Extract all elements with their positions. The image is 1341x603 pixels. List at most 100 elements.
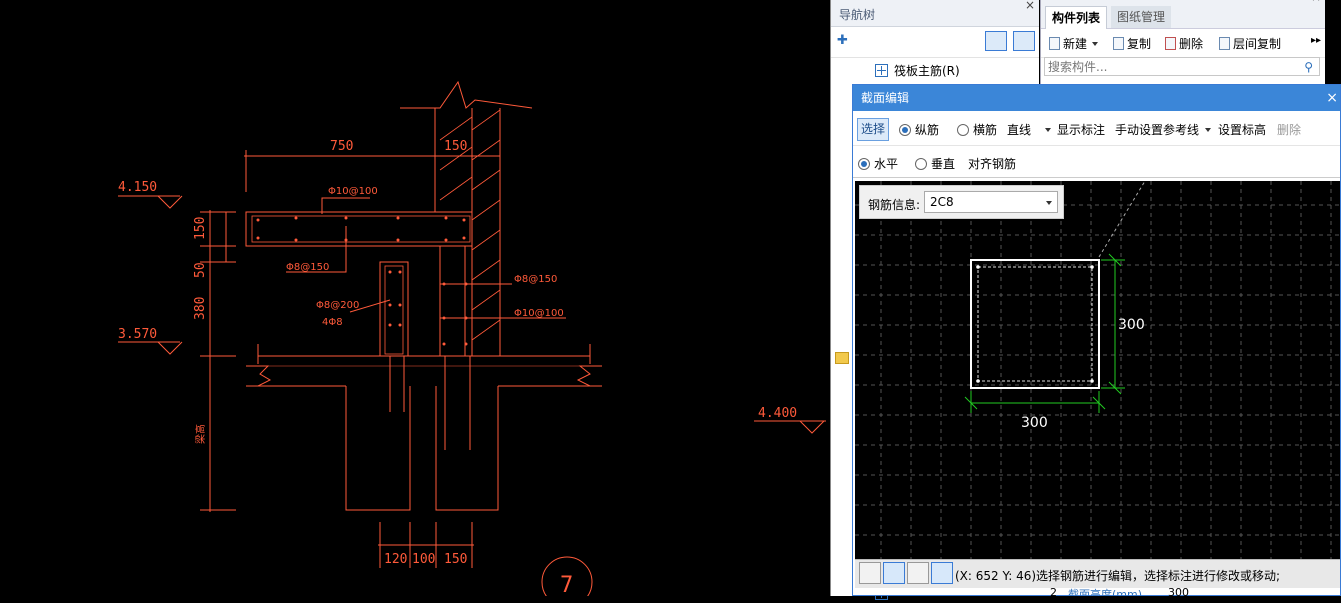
section-height-label[interactable]: 300	[1118, 317, 1145, 333]
perpendicular-snap-icon[interactable]	[907, 562, 929, 584]
copy-icon	[1113, 37, 1124, 50]
section-edit-dialog: 截面编辑 × 选择 纵筋 横筋 直线 显示标注 手动设置参考线 设置标高 删除 …	[852, 84, 1341, 596]
transverse-label: 横筋	[973, 123, 998, 137]
dialog-title: 截面编辑	[861, 91, 910, 105]
chevron-down-icon	[1092, 41, 1099, 46]
card-view-icon[interactable]	[1013, 31, 1035, 51]
more-icon[interactable]: ▸▸	[1310, 35, 1321, 46]
align-rebar-button[interactable]: 对齐钢筋	[968, 157, 1017, 171]
transverse-radio[interactable]: 横筋	[957, 121, 997, 138]
radio-unchecked-icon	[957, 124, 969, 136]
dialog-toolbar-row-1: 选择 纵筋 横筋 直线 显示标注 手动设置参考线 设置标高 删除	[853, 113, 1340, 146]
tab-component-list[interactable]: 构件列表	[1045, 6, 1108, 29]
chevron-down-icon	[1045, 128, 1052, 132]
show-annotation-button[interactable]: 显示标注	[1057, 123, 1106, 137]
nav-panel-title: 导航树	[839, 8, 876, 22]
horizontal-label: 水平	[874, 157, 899, 171]
status-message: (X: 652 Y: 46)选择钢筋进行编辑，选择标注进行修改或移动;	[955, 569, 1281, 583]
nav-panel-header: 导航树 ×	[831, 0, 1039, 27]
dialog-toolbar-row-2: 水平 垂直 对齐钢筋	[853, 147, 1340, 178]
axis-snap-icon[interactable]	[859, 562, 881, 584]
property-row-label: 截面高度(mm)	[1068, 588, 1143, 596]
cad-rebar-label-2: Φ8@150	[286, 262, 329, 273]
tree-item-label: 筏板主筋(R)	[894, 64, 960, 78]
line-snap-icon[interactable]	[883, 562, 905, 584]
cad-dim-150-v: 150	[193, 217, 208, 240]
cad-elev-top: 4.150	[118, 180, 157, 195]
cad-dim-380-v: 380	[193, 297, 208, 320]
cad-dim-50-v: 50	[193, 262, 208, 278]
section-drawing: 300 300	[855, 181, 1340, 559]
component-search-input[interactable]: 搜索构件... ⚲	[1044, 57, 1320, 76]
property-row[interactable]: 2 截面高度(mm) 300	[1040, 586, 1340, 596]
longitudinal-radio[interactable]: 纵筋	[899, 121, 939, 138]
delete-button[interactable]: 删除	[1165, 35, 1203, 52]
section-canvas[interactable]: 300 300 钢筋信息: 2C8	[855, 181, 1340, 559]
rebar-info-label: 钢筋信息:	[868, 198, 921, 212]
delete-button-label: 删除	[1179, 37, 1204, 51]
chevron-down-icon	[1046, 201, 1052, 205]
tab-drawing-management[interactable]: 图纸管理	[1111, 6, 1172, 28]
radio-checked-icon	[858, 158, 870, 170]
longitudinal-label: 纵筋	[915, 123, 940, 137]
cad-rebar-label-6: Φ10@100	[514, 308, 564, 319]
chevron-down-icon	[1205, 128, 1212, 132]
set-elevation-button[interactable]: 设置标高	[1218, 123, 1267, 137]
new-icon	[1049, 37, 1060, 50]
cad-rebar-label-1: Φ10@100	[328, 186, 378, 197]
line-type-value: 直线	[1007, 123, 1032, 137]
delete-button[interactable]: 删除	[1277, 123, 1302, 137]
search-icon[interactable]: ⚲	[1304, 60, 1313, 74]
cad-rebar-label-3: Φ8@200	[316, 300, 359, 311]
vertical-radio[interactable]: 垂直	[915, 155, 955, 172]
folder-icon[interactable]	[835, 352, 849, 364]
select-button[interactable]: 选择	[857, 118, 890, 141]
rebar-info-panel: 钢筋信息: 2C8	[859, 185, 1064, 219]
copy-button[interactable]: 复制	[1113, 35, 1151, 52]
cad-dim-750: 750	[330, 139, 353, 154]
cad-rebar-label-4: 4Φ8	[322, 317, 343, 328]
horizontal-radio[interactable]: 水平	[858, 155, 898, 172]
vertical-label: 垂直	[931, 157, 956, 171]
cad-drawing-canvas[interactable]: 750 150 4.150 3.570 4.400 Φ10@100 Φ8@150…	[0, 0, 830, 596]
cad-dim-150-top: 150	[444, 139, 467, 154]
rebar-info-select[interactable]: 2C8	[924, 191, 1058, 213]
copy-button-label: 复制	[1127, 37, 1152, 51]
cad-detail-drawing: 750 150 4.150 3.570 4.400 Φ10@100 Φ8@150…	[118, 80, 826, 596]
raft-rebar-icon	[875, 64, 888, 77]
cad-detail-number: 7	[560, 573, 573, 596]
line-type-dropdown[interactable]: 直线	[1007, 121, 1052, 138]
manual-ref-label: 手动设置参考线	[1115, 123, 1200, 137]
close-icon[interactable]: ×	[1326, 90, 1338, 106]
floor-copy-button[interactable]: 层间复制	[1219, 35, 1281, 52]
cad-dim-120: 120	[384, 552, 407, 567]
dialog-status-bar: (X: 652 Y: 46)选择钢筋进行编辑，选择标注进行修改或移动;	[855, 559, 1340, 588]
radio-unchecked-icon	[915, 158, 927, 170]
new-button-label: 新建	[1063, 37, 1088, 51]
component-toolbar: 新建 复制 删除 层间复制 ▸▸	[1041, 29, 1325, 58]
dialog-title-bar[interactable]: 截面编辑 ×	[853, 85, 1340, 111]
add-point-snap-icon[interactable]	[931, 562, 953, 584]
property-row-value: 300	[1168, 586, 1189, 596]
manual-reference-line-dropdown[interactable]: 手动设置参考线	[1115, 121, 1212, 138]
floor-copy-icon	[1219, 37, 1230, 50]
nav-toolbar: ✚	[831, 27, 1039, 58]
list-view-icon[interactable]	[985, 31, 1007, 51]
close-icon[interactable]: ×	[1311, 0, 1321, 4]
cad-dim-100: 100	[412, 552, 435, 567]
cad-vert-note: 梁高	[194, 424, 207, 444]
component-tabs: 构件列表 图纸管理 ×	[1041, 0, 1325, 29]
radio-checked-icon	[899, 124, 911, 136]
cad-elev-mid: 3.570	[118, 327, 157, 342]
close-icon[interactable]: ×	[1024, 0, 1035, 12]
cad-elev-right: 4.400	[758, 406, 797, 421]
new-button[interactable]: 新建	[1049, 35, 1099, 52]
section-width-label[interactable]: 300	[1021, 415, 1048, 431]
search-placeholder: 搜索构件...	[1048, 60, 1108, 74]
add-icon[interactable]: ✚	[837, 33, 848, 48]
cad-dim-150-b: 150	[444, 552, 467, 567]
floor-copy-button-label: 层间复制	[1233, 37, 1282, 51]
tree-item-raft-main-rebar[interactable]: 筏板主筋(R)	[875, 62, 960, 79]
property-row-index: 2	[1050, 586, 1057, 596]
cad-rebar-label-5: Φ8@150	[514, 274, 557, 285]
